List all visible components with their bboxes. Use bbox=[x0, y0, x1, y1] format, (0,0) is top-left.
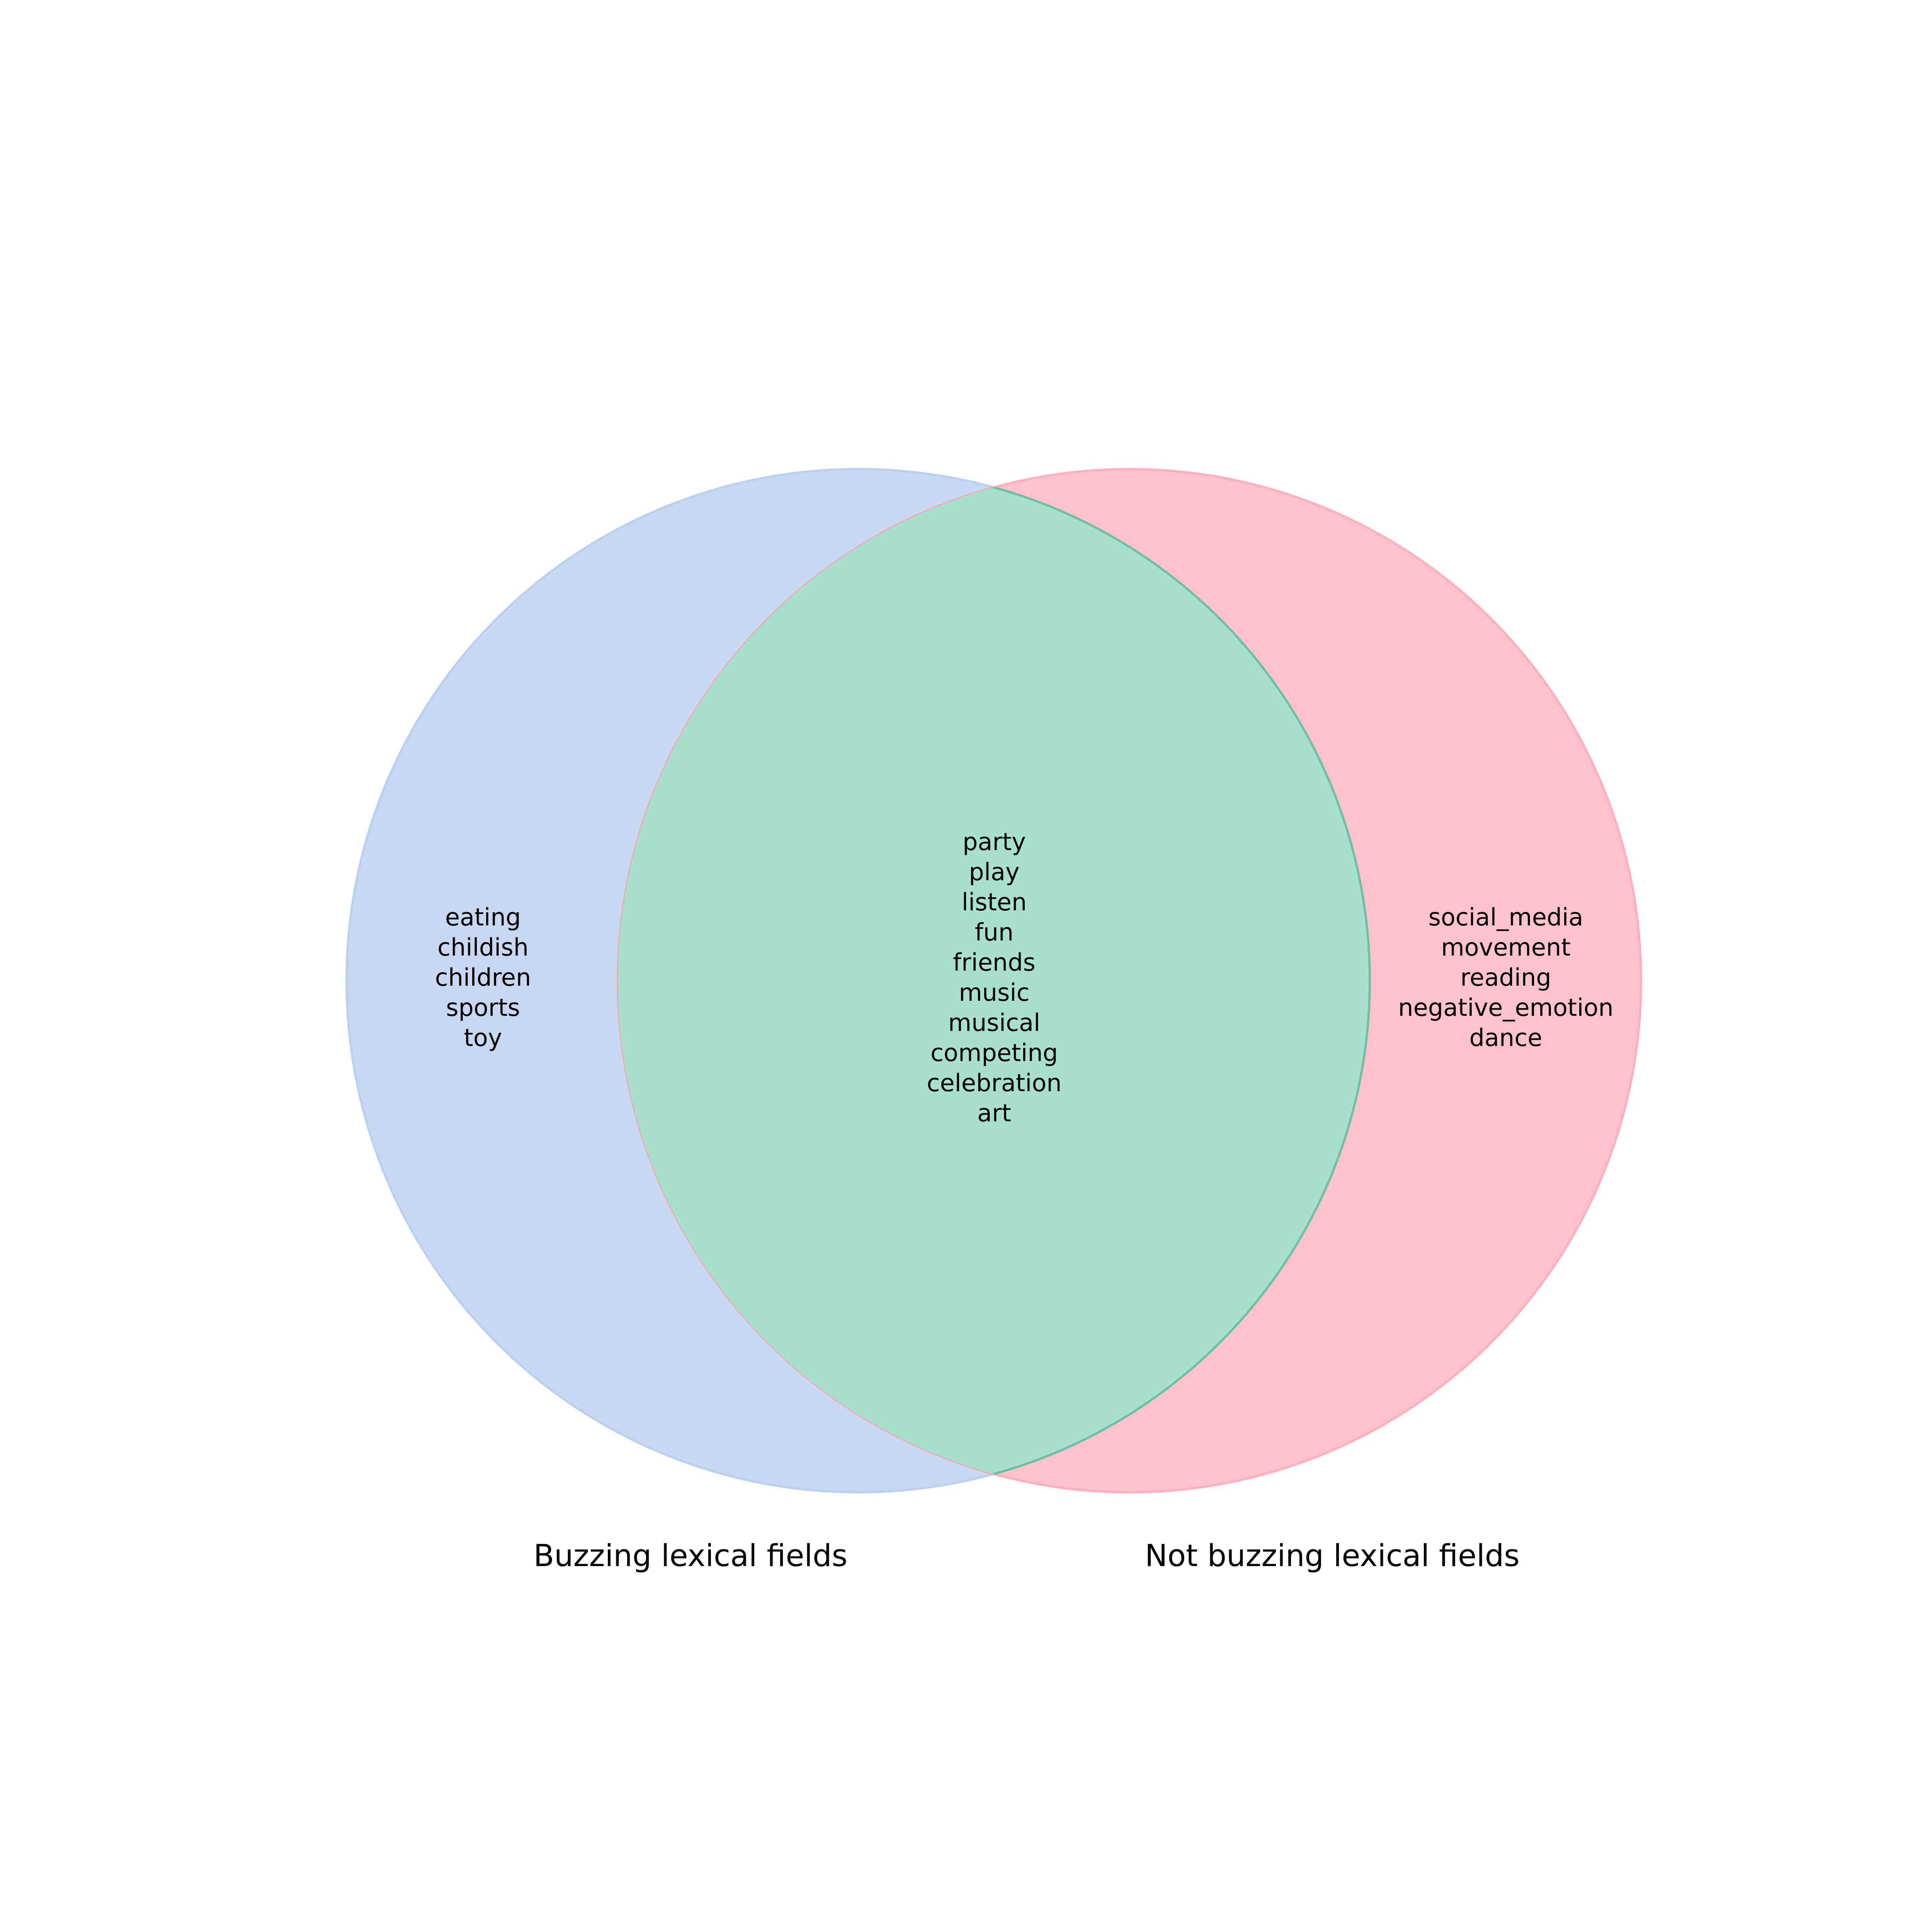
set-a-label: Buzzing lexical fields bbox=[534, 1539, 847, 1573]
region-item: friends bbox=[953, 948, 1036, 976]
region-item: competing bbox=[930, 1039, 1058, 1067]
region-item: sports bbox=[446, 993, 520, 1022]
intersection-outline-a bbox=[618, 469, 1371, 1492]
region-item: listen bbox=[962, 888, 1027, 916]
region-item: social_media bbox=[1429, 903, 1583, 931]
region-item: musical bbox=[948, 1009, 1041, 1037]
region-item: party bbox=[963, 828, 1026, 856]
region-item: music bbox=[959, 978, 1029, 1007]
region-item: childish bbox=[437, 933, 529, 961]
set-b-label: Not buzzing lexical fields bbox=[1145, 1539, 1520, 1573]
region-item: celebration bbox=[927, 1069, 1061, 1097]
region-item: toy bbox=[464, 1024, 502, 1052]
region-item: movement bbox=[1441, 933, 1570, 961]
region-item: play bbox=[969, 858, 1019, 886]
region-item: negative_emotion bbox=[1398, 993, 1613, 1022]
region-item: dance bbox=[1469, 1024, 1543, 1052]
region-item: art bbox=[977, 1099, 1011, 1127]
intersection-region bbox=[618, 469, 1370, 1492]
region-item: reading bbox=[1460, 963, 1551, 992]
region-item: fun bbox=[975, 918, 1014, 946]
region-item: eating bbox=[445, 903, 521, 931]
region-item: children bbox=[435, 963, 531, 992]
